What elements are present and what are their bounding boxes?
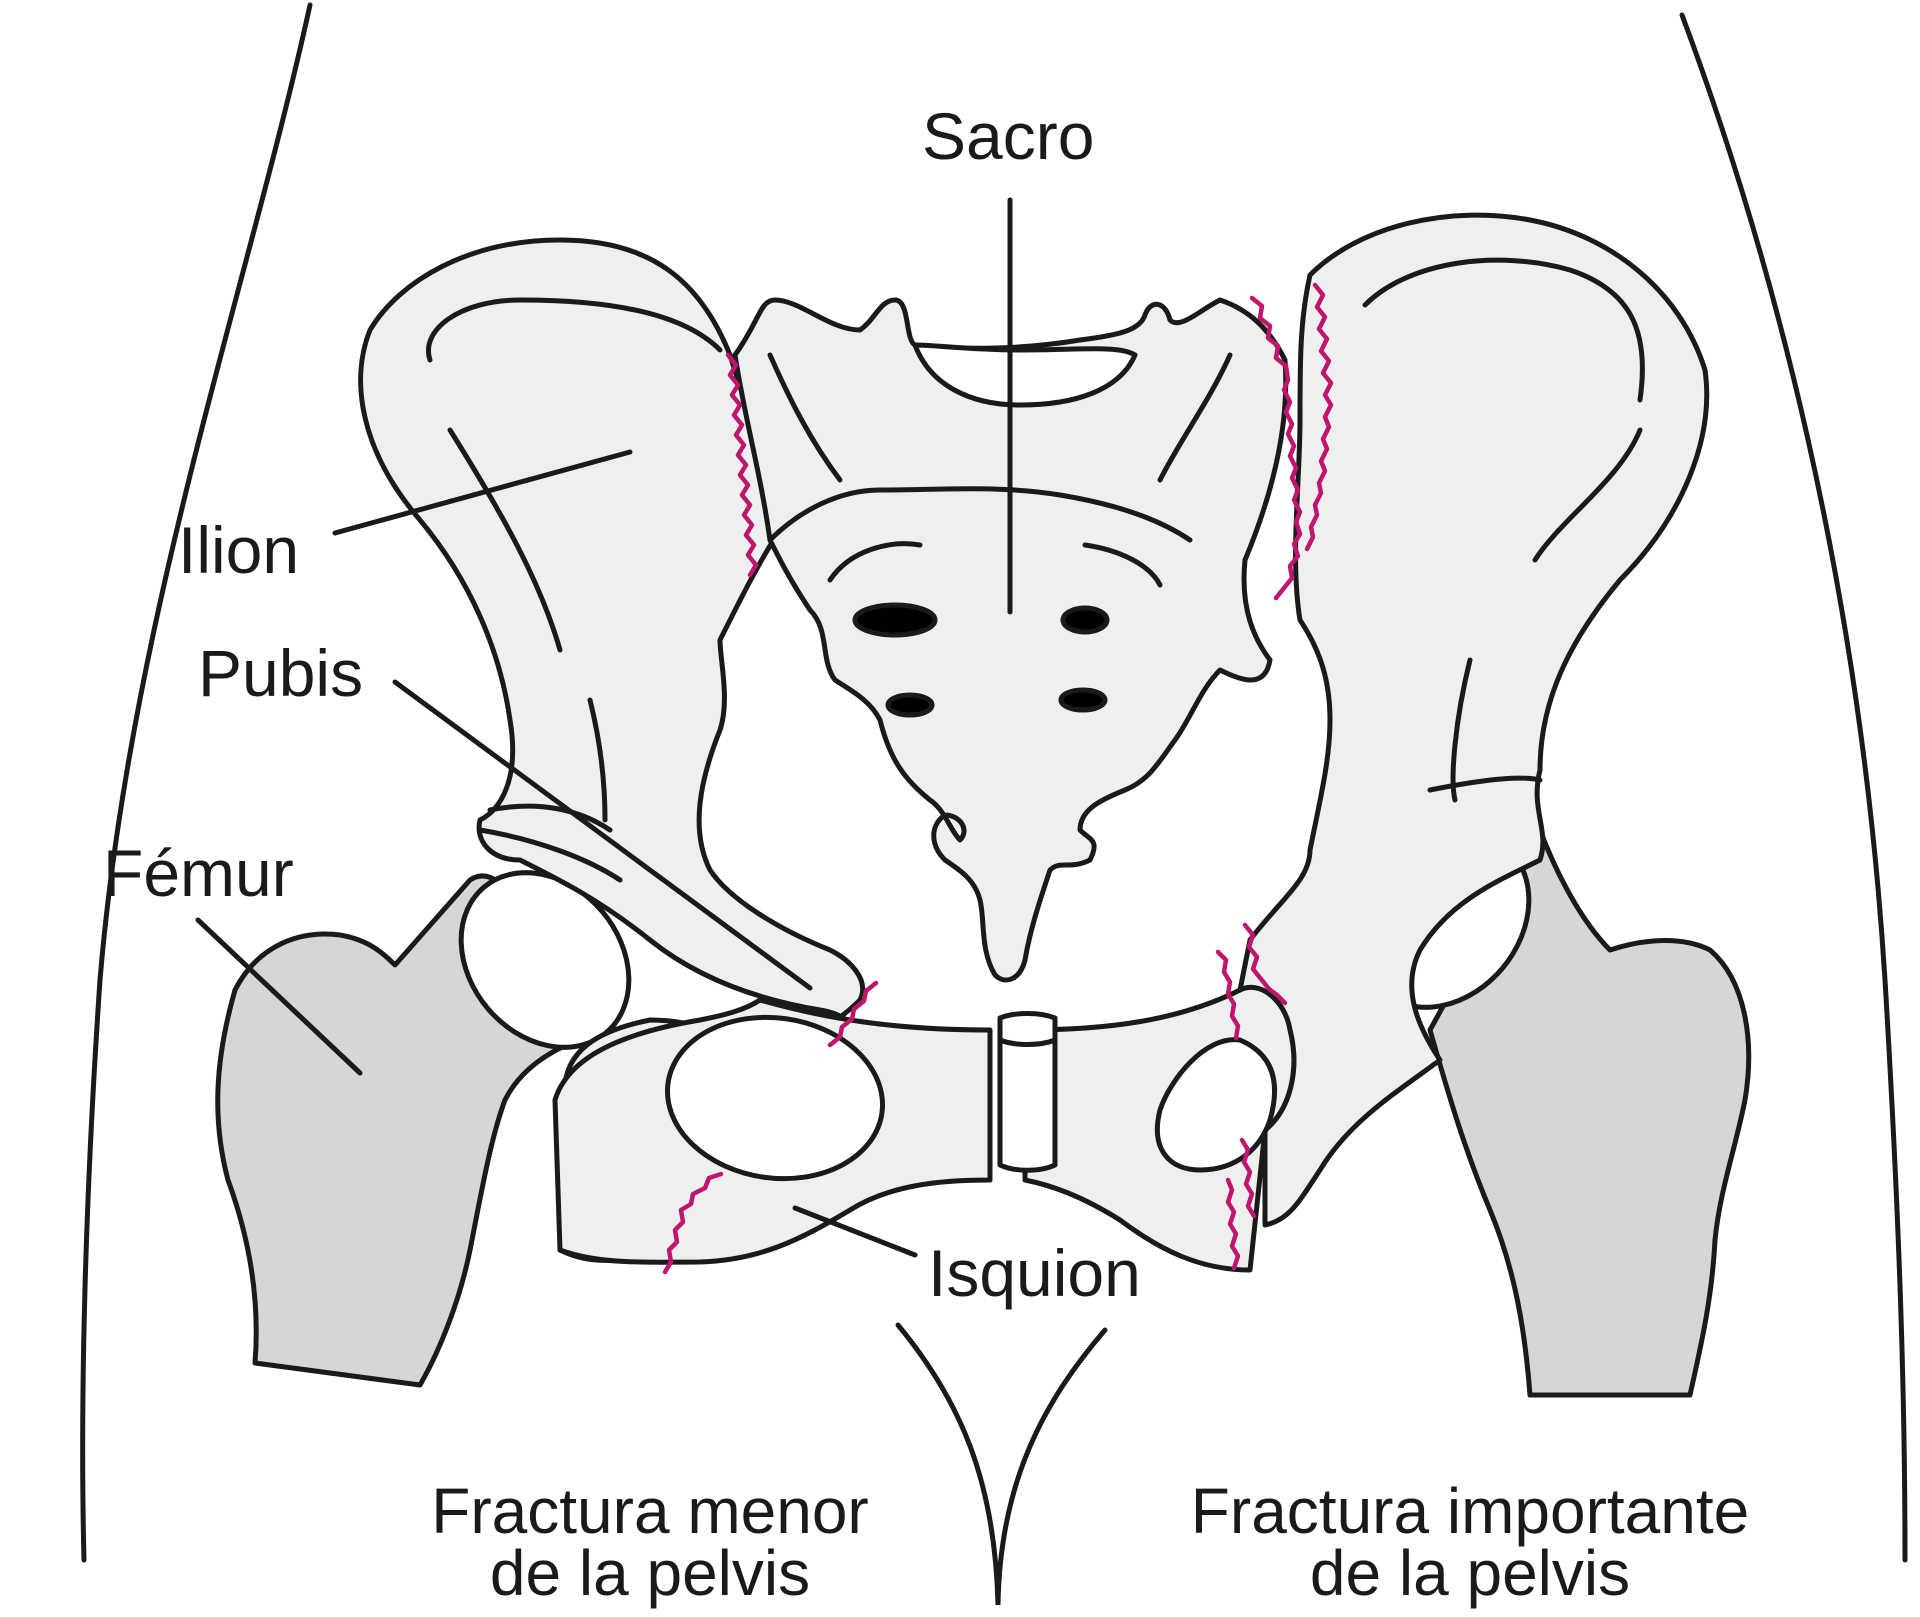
fracture-lines	[662, 282, 1334, 1275]
label-sacro: Sacro	[922, 99, 1095, 173]
pubic-symphysis	[997, 1011, 1058, 1173]
caption-major-fracture: Fractura importante de la pelvis	[1140, 1475, 1800, 1609]
femur-left	[215, 870, 632, 1388]
leader-femur	[195, 917, 363, 1076]
leader-lines	[195, 197, 1013, 1258]
body-outline	[80, 2, 1908, 1606]
leader-ilion	[332, 449, 633, 536]
hip-bone-left	[358, 237, 993, 1265]
body-outline-left	[80, 2, 313, 1563]
sacrum	[732, 297, 1289, 983]
body-outline-right	[1679, 12, 1908, 1563]
caption-minor-line1: Fractura menor	[431, 1475, 869, 1547]
fracture-pubis-right-a	[1215, 949, 1241, 1041]
label-femur: Fémur	[103, 836, 294, 910]
obturator-foramen-left	[664, 1014, 886, 1182]
fracture-pubis-right-b	[1242, 922, 1288, 1006]
fracture-ischium-left	[662, 1171, 724, 1275]
fracture-ischium-right-b	[1225, 1177, 1241, 1271]
fracture-sacroiliac-b	[1304, 282, 1334, 552]
caption-major-line2: de la pelvis	[1309, 1537, 1631, 1609]
label-ilion: Ilion	[178, 513, 300, 587]
label-isquion: Isquion	[928, 1236, 1141, 1310]
fracture-pubis-left	[827, 980, 879, 1048]
leader-isquion	[792, 1205, 918, 1258]
label-pubis: Pubis	[198, 636, 364, 710]
fracture-ilium-left	[725, 352, 759, 578]
leader-pubis	[392, 679, 813, 991]
fracture-ischium-right-a	[1239, 1137, 1257, 1219]
caption-minor-fracture: Fractura menor de la pelvis	[380, 1475, 920, 1609]
fracture-sacroiliac-a	[1249, 295, 1303, 601]
caption-major-line1: Fractura importante	[1190, 1475, 1750, 1547]
groin-curve	[895, 1322, 1108, 1606]
caption-minor-line2: de la pelvis	[489, 1537, 811, 1609]
